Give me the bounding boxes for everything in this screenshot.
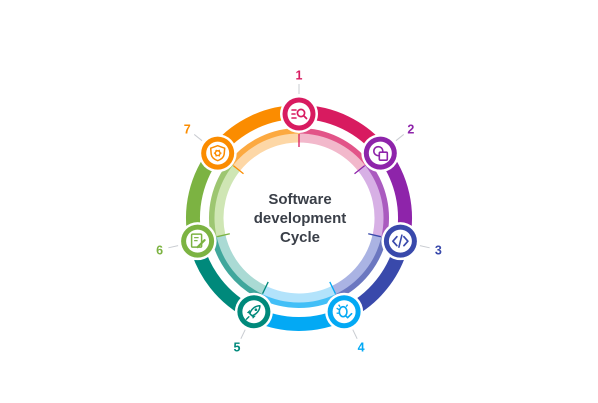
outer-connector-5 [240,329,246,339]
ring-segment-inner-2 [357,165,384,238]
step-nodes [178,95,420,331]
inner-connector-6 [216,233,230,238]
ring-segment-inner-6 [214,164,241,237]
step-node-1 [280,95,318,133]
center-title-line-2: development [253,210,347,227]
ring-segment-mid-1 [298,128,370,168]
connector-lines [168,84,430,339]
inner-connector-3 [368,233,382,238]
ring-segment-mid-5 [211,235,264,300]
node-core [242,300,266,324]
ring-segment-mid-4 [259,291,339,308]
ring-segment-mid-2 [363,161,389,239]
step-labels: 1 2 3 4 5 6 7 [156,69,442,355]
inner-connector-2 [354,165,366,175]
step-number-4: 4 [358,340,365,354]
code-icon [392,234,409,248]
outer-connector-4 [352,329,358,339]
inner-connector-5 [261,281,269,294]
ring-segment-inner-7 [232,133,300,172]
outer-connector-3 [419,245,430,249]
step-node-5 [234,292,273,331]
step-number-5: 5 [233,340,240,354]
ring-segment-inner-3 [330,234,382,295]
outer-connector-7 [193,134,203,142]
ring-segment-inner-5 [216,233,267,295]
ring-segment-inner-1 [298,133,366,172]
document-edit-icon [190,233,206,249]
ring-segment-mid-6 [209,161,236,239]
outer-connector-6 [168,245,179,249]
node-core [332,300,356,324]
step-node-3 [381,222,420,261]
outer-connector-2 [395,134,405,142]
ring-segment-mid-7 [228,127,300,167]
ring-segment-inner-4 [261,285,336,303]
step-node-2 [361,134,400,173]
shapes-icon [373,145,389,161]
ring-segment-mid-3 [333,236,387,300]
step-node-4 [325,292,364,331]
step-node-6 [178,222,217,261]
step-node-7 [198,134,237,173]
rocket-icon [245,304,261,320]
bug-check-icon [336,304,353,319]
inner-connector-4 [329,281,337,294]
center-title-line-1: Software [268,191,332,208]
center-title-line-3: Cycle [279,229,321,246]
center-title: Software development Cycle [218,190,382,247]
inner-connector-7 [232,165,244,175]
step-number-6: 6 [156,243,163,257]
step-number-3: 3 [435,243,442,257]
step-number-1: 1 [296,69,303,83]
node-core [287,102,311,126]
step-number-2: 2 [407,122,414,136]
search-list-icon [291,108,308,120]
step-number-7: 7 [184,122,191,136]
shield-gear-icon [209,144,226,162]
